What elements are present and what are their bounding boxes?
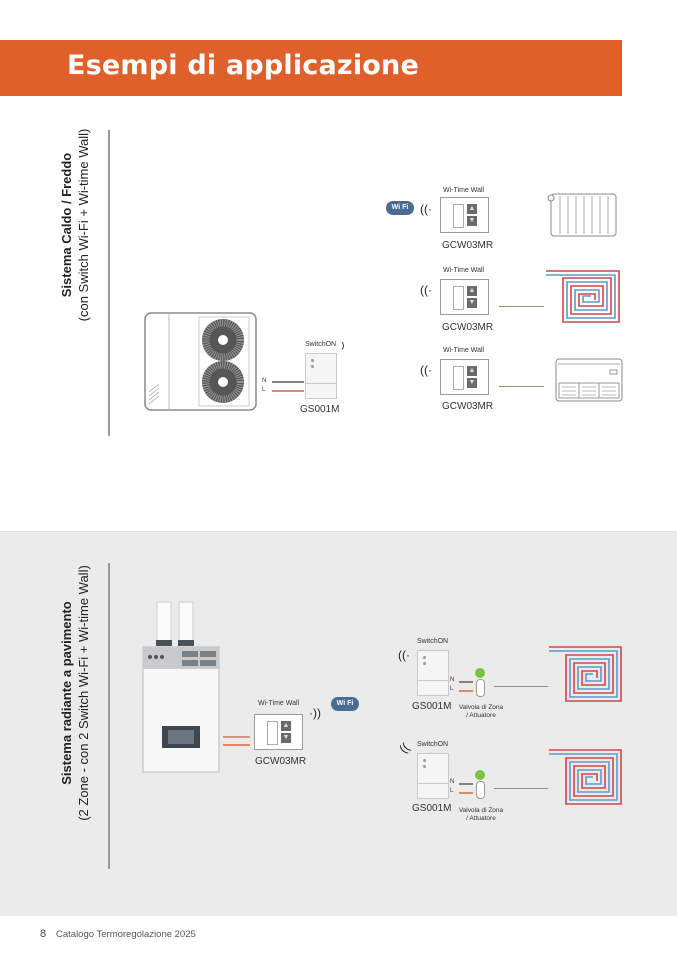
down-button-icon: ▼ bbox=[467, 216, 477, 226]
switch-model: GS001M bbox=[412, 803, 452, 814]
thermostat-caption: Wi-Time Wall bbox=[258, 700, 300, 707]
underfloor-heating-icon bbox=[546, 270, 620, 323]
boiler-icon bbox=[142, 601, 220, 773]
up-button-icon: ▲ bbox=[281, 721, 291, 731]
wifi-logo-icon: Wi Fi bbox=[331, 697, 359, 711]
heat-pump-icon bbox=[144, 312, 257, 411]
neutral-label: N bbox=[450, 779, 455, 785]
switch-divider bbox=[418, 680, 448, 681]
wifi-signal-icon: ·)) bbox=[309, 706, 321, 720]
neutral-label: N bbox=[262, 378, 267, 384]
led-indicator bbox=[311, 359, 314, 362]
valve-status-led bbox=[475, 668, 485, 678]
up-button-icon: ▲ bbox=[467, 204, 477, 214]
thermostat-caption: Wi-Time Wall bbox=[443, 267, 485, 274]
valve-label-line2: / Attuatore bbox=[466, 815, 496, 822]
underfloor-heating-icon bbox=[549, 749, 622, 805]
connection-wire bbox=[494, 686, 548, 687]
thermostat-device: ▲ ▼ bbox=[440, 359, 489, 395]
page-title: Esempi di applicazione bbox=[67, 50, 419, 81]
page-number: 8 bbox=[40, 928, 47, 940]
section2-divider bbox=[108, 563, 110, 869]
fan-coil-icon bbox=[555, 358, 623, 402]
valve-status-led bbox=[475, 770, 485, 780]
thermostat-caption: Wi-Time Wall bbox=[443, 347, 485, 354]
wifi-logo-icon: Wi Fi bbox=[386, 201, 414, 215]
up-button-icon: ▲ bbox=[467, 366, 477, 376]
switch-divider bbox=[418, 783, 448, 784]
switch-caption: SwitchON bbox=[417, 638, 449, 645]
thermostat-model: GCW03MR bbox=[442, 401, 494, 412]
switch-device bbox=[305, 353, 337, 399]
thermostat-device: ▲ ▼ bbox=[440, 279, 489, 315]
valve-label-line2: / Attuatore bbox=[466, 712, 496, 719]
live-label: L bbox=[262, 387, 266, 393]
section1-divider bbox=[108, 130, 110, 436]
underfloor-heating-icon bbox=[549, 646, 622, 702]
led-indicator bbox=[423, 759, 426, 762]
thermostat-model: GCW03MR bbox=[442, 322, 494, 333]
live-wire bbox=[272, 390, 304, 392]
section1-label-title: Sistema Caldo / Freddo bbox=[59, 152, 74, 298]
zone-valve-icon bbox=[476, 679, 485, 697]
switch-model: GS001M bbox=[300, 404, 340, 415]
up-button-icon: ▲ bbox=[467, 286, 477, 296]
thermostat-model: GCW03MR bbox=[255, 756, 307, 767]
switch-caption: SwitchON bbox=[417, 741, 449, 748]
neutral-wire bbox=[272, 381, 304, 383]
section2-background bbox=[0, 531, 677, 916]
neutral-wire bbox=[459, 681, 473, 683]
heating-coil-icon bbox=[453, 204, 464, 228]
wifi-signal-icon: ((· bbox=[398, 648, 410, 662]
thermostat-model: GCW03MR bbox=[442, 240, 494, 251]
heating-coil-icon bbox=[267, 721, 278, 745]
section2-label: Sistema radiante a pavimento (2 Zone - c… bbox=[58, 558, 92, 828]
switch-divider bbox=[306, 383, 336, 384]
switch-device bbox=[417, 650, 449, 696]
header-banner bbox=[0, 40, 622, 96]
connection-wire bbox=[494, 788, 548, 789]
catalog-title: Catalogo Termoregolazione 2025 bbox=[56, 929, 196, 940]
section1-label-subtitle: (con Switch Wi-Fi + Wi-time Wall) bbox=[76, 128, 91, 322]
led-indicator bbox=[423, 656, 426, 659]
neutral-wire bbox=[223, 736, 250, 738]
heating-coil-icon bbox=[453, 286, 464, 310]
heating-coil-icon bbox=[453, 366, 464, 390]
switch-model: GS001M bbox=[412, 701, 452, 712]
radiator-icon bbox=[547, 193, 617, 237]
wifi-signal-icon: ((· bbox=[420, 283, 432, 297]
led-indicator bbox=[311, 365, 314, 368]
wifi-signal-icon: ((· bbox=[420, 363, 432, 377]
wifi-signal-icon: ((· bbox=[420, 202, 432, 216]
live-label: L bbox=[450, 686, 454, 692]
live-label: L bbox=[450, 788, 454, 794]
live-wire bbox=[459, 792, 473, 794]
section2-label-subtitle: (2 Zone - con 2 Switch Wi-Fi + Wi-time W… bbox=[76, 565, 91, 821]
down-button-icon: ▼ bbox=[467, 378, 477, 388]
valve-label-line1: Valvola di Zona bbox=[458, 807, 504, 814]
thermostat-device: ▲ ▼ bbox=[254, 714, 303, 750]
valve-label: Valvola di Zona / Attuatore bbox=[456, 704, 506, 720]
switch-caption: SwitchON bbox=[305, 341, 337, 348]
connection-wire bbox=[499, 386, 544, 387]
connection-wire bbox=[499, 306, 544, 307]
switch-device bbox=[417, 753, 449, 799]
neutral-label: N bbox=[450, 677, 455, 683]
section1-label: Sistema Caldo / Freddo (con Switch Wi-Fi… bbox=[58, 120, 92, 330]
led-indicator bbox=[423, 662, 426, 665]
live-wire bbox=[459, 690, 473, 692]
section2-label-title: Sistema radiante a pavimento bbox=[59, 601, 74, 785]
led-indicator bbox=[423, 765, 426, 768]
down-button-icon: ▼ bbox=[281, 733, 291, 743]
down-button-icon: ▼ bbox=[467, 298, 477, 308]
valve-label-line1: Valvola di Zona bbox=[458, 704, 504, 711]
thermostat-device: ▲ ▼ bbox=[440, 197, 489, 233]
live-wire bbox=[223, 744, 250, 746]
neutral-wire bbox=[459, 783, 473, 785]
thermostat-caption: Wi-Time Wall bbox=[443, 187, 485, 194]
valve-label: Valvola di Zona / Attuatore bbox=[456, 807, 506, 823]
zone-valve-icon bbox=[476, 781, 485, 799]
